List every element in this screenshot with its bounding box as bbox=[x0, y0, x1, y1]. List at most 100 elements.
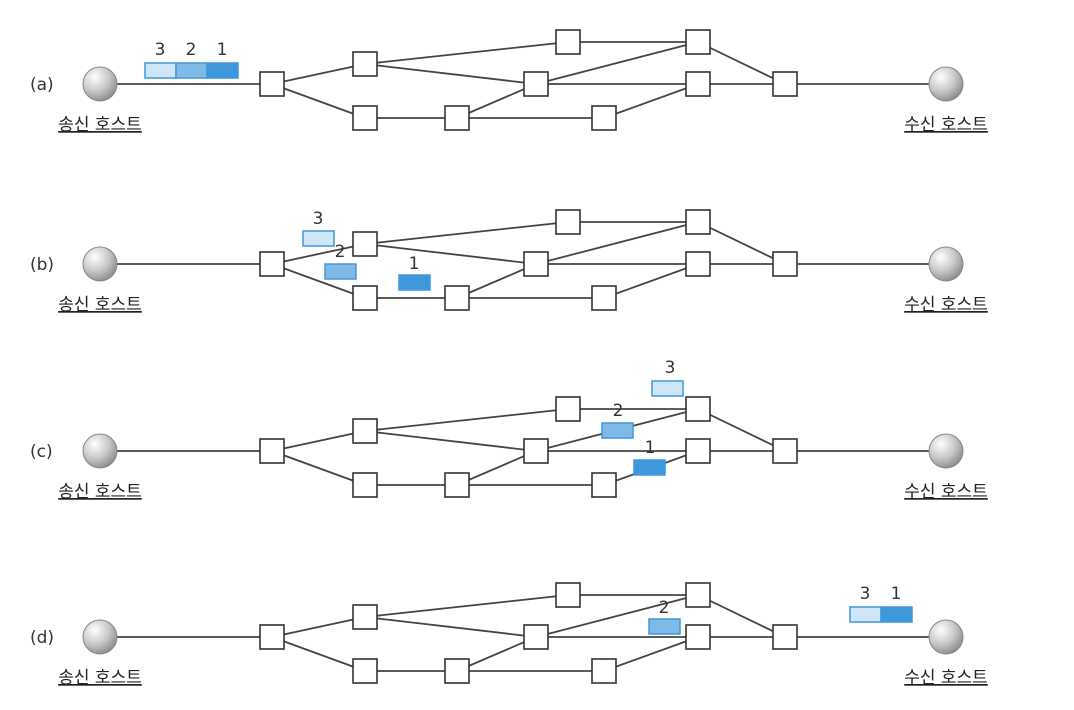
packet bbox=[648, 618, 681, 635]
network-link bbox=[271, 430, 366, 452]
router-node bbox=[685, 209, 711, 235]
router-node bbox=[685, 396, 711, 422]
router-node bbox=[444, 285, 470, 311]
receiver-host-label: 수신 호스트 bbox=[904, 115, 988, 135]
sender-host-label: 송신 호스트 bbox=[58, 115, 142, 135]
router-node bbox=[555, 396, 581, 422]
packet-number: 1 bbox=[217, 40, 228, 60]
network-link bbox=[697, 221, 786, 265]
packet-number: 1 bbox=[645, 438, 656, 458]
network-link bbox=[456, 636, 537, 672]
network-link bbox=[603, 83, 699, 119]
router-node bbox=[523, 624, 549, 650]
network-link bbox=[271, 243, 366, 265]
router-node bbox=[772, 71, 798, 97]
packet bbox=[880, 606, 913, 623]
network-link bbox=[456, 263, 537, 299]
panel-label: (b) bbox=[30, 255, 54, 275]
packet-number: 2 bbox=[335, 242, 346, 262]
router-node bbox=[259, 71, 285, 97]
router-node bbox=[555, 209, 581, 235]
router-node bbox=[685, 71, 711, 97]
router-node bbox=[523, 251, 549, 277]
receiver-host-label: 수신 호스트 bbox=[904, 482, 988, 502]
packet bbox=[633, 459, 666, 476]
router-node bbox=[772, 624, 798, 650]
packet-number: 2 bbox=[613, 401, 624, 421]
network-link bbox=[603, 636, 699, 672]
packet-number: 3 bbox=[313, 209, 324, 229]
receiver-host-node bbox=[928, 246, 964, 282]
receiver-host-label: 수신 호스트 bbox=[904, 668, 988, 688]
router-node bbox=[555, 29, 581, 55]
network-link bbox=[697, 41, 786, 85]
network-link bbox=[364, 243, 537, 265]
panel: (b)송신 호스트 수신 호스트 32 1 bbox=[30, 209, 988, 315]
router-node bbox=[444, 105, 470, 131]
router-node bbox=[352, 472, 378, 498]
network-link bbox=[364, 430, 537, 452]
router-node bbox=[591, 285, 617, 311]
receiver-host-node bbox=[928, 433, 964, 469]
packet bbox=[849, 606, 882, 623]
network-link bbox=[603, 263, 699, 299]
router-node bbox=[352, 658, 378, 684]
router-node bbox=[444, 472, 470, 498]
packet-number: 3 bbox=[860, 584, 871, 604]
packet bbox=[144, 62, 177, 79]
router-node bbox=[352, 418, 378, 444]
packet-number: 1 bbox=[409, 254, 420, 274]
network-link bbox=[271, 450, 366, 486]
router-node bbox=[591, 658, 617, 684]
packet-number: 2 bbox=[186, 40, 197, 60]
sender-host-node bbox=[82, 66, 118, 102]
network-link bbox=[364, 594, 569, 618]
router-node bbox=[685, 251, 711, 277]
router-node bbox=[352, 285, 378, 311]
router-node bbox=[352, 51, 378, 77]
packet-number: 2 bbox=[659, 598, 670, 618]
network-link bbox=[535, 221, 699, 265]
packet-number: 3 bbox=[155, 40, 166, 60]
packet bbox=[175, 62, 208, 79]
sender-host-label: 송신 호스트 bbox=[58, 295, 142, 315]
router-node bbox=[259, 624, 285, 650]
network-link bbox=[271, 83, 366, 119]
router-node bbox=[685, 438, 711, 464]
packet-number: 1 bbox=[891, 584, 902, 604]
packet bbox=[324, 263, 357, 280]
router-node bbox=[352, 105, 378, 131]
packet bbox=[206, 62, 239, 79]
network-link bbox=[364, 616, 537, 638]
sender-host-node bbox=[82, 246, 118, 282]
sender-host-node bbox=[82, 619, 118, 655]
router-node bbox=[259, 438, 285, 464]
packet bbox=[601, 422, 634, 439]
receiver-host-node bbox=[928, 619, 964, 655]
receiver-host-label: 수신 호스트 bbox=[904, 295, 988, 315]
router-node bbox=[685, 582, 711, 608]
network-link bbox=[456, 83, 537, 119]
panel-label: (c) bbox=[30, 442, 53, 462]
router-node bbox=[555, 582, 581, 608]
network-link bbox=[535, 41, 699, 85]
router-node bbox=[591, 105, 617, 131]
router-node bbox=[352, 231, 378, 257]
network-link bbox=[364, 63, 537, 85]
router-node bbox=[772, 251, 798, 277]
sender-host-label: 송신 호스트 bbox=[58, 482, 142, 502]
network-link bbox=[697, 408, 786, 452]
network-link bbox=[271, 616, 366, 638]
sender-host-node bbox=[82, 433, 118, 469]
network-link bbox=[697, 594, 786, 638]
router-node bbox=[523, 438, 549, 464]
network-link bbox=[271, 636, 366, 672]
router-node bbox=[444, 658, 470, 684]
receiver-host-node bbox=[928, 66, 964, 102]
packet bbox=[302, 230, 335, 247]
